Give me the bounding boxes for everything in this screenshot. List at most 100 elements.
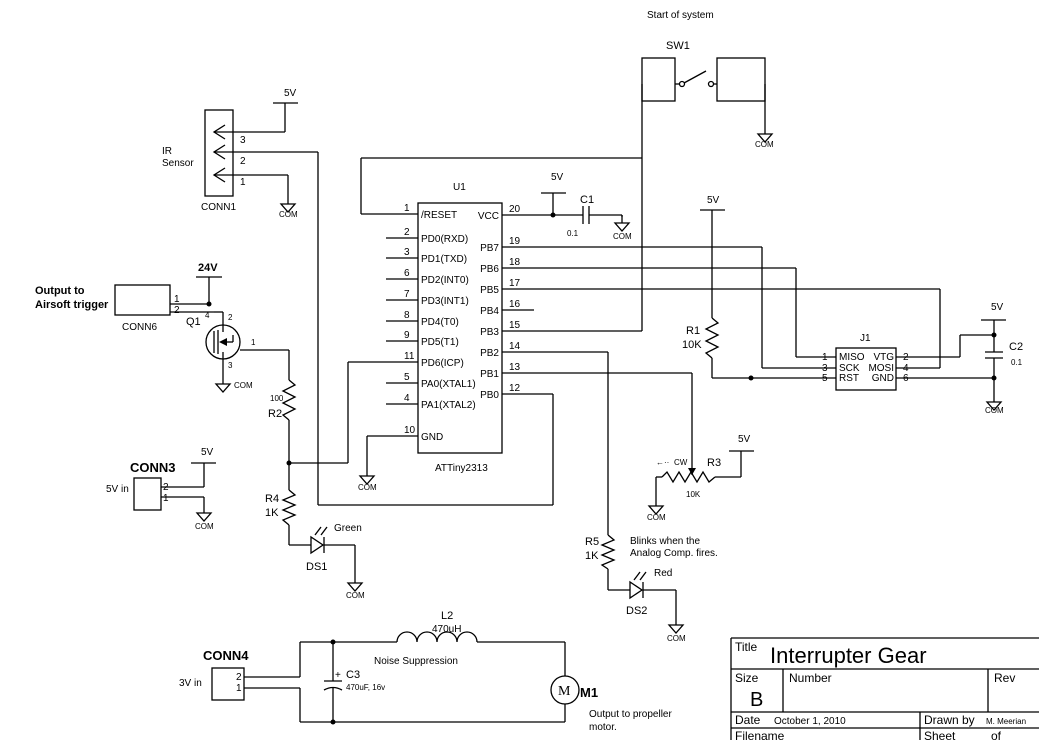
ir-label-1: IR bbox=[162, 146, 172, 157]
j1-pin-name: GND bbox=[872, 373, 894, 384]
u1-pin-name: PB1 bbox=[480, 369, 499, 380]
q1-pin-1: 1 bbox=[251, 338, 256, 347]
resistor-r5: R5 1K bbox=[585, 534, 616, 590]
q1-pin-4: 4 bbox=[205, 311, 210, 320]
top-note: Start of system bbox=[647, 10, 714, 21]
capacitor-c2: 5V C2 0.1 COM bbox=[981, 302, 1023, 415]
j1-pin-name: MISO bbox=[839, 352, 865, 363]
j1-pin-number: 3 bbox=[822, 363, 828, 374]
m1-note-1: Output to propeller bbox=[589, 709, 672, 720]
u1-com-label: COM bbox=[358, 483, 377, 492]
u1-pin-number: 20 bbox=[509, 204, 521, 215]
j1-pin-number: 4 bbox=[903, 363, 909, 374]
u1-pin-name: VCC bbox=[478, 211, 499, 222]
tb-number-label: Number bbox=[789, 671, 832, 685]
u1-pin-name: PB2 bbox=[480, 348, 499, 359]
r4-ref: R4 bbox=[265, 493, 279, 505]
u1-pin-number: 14 bbox=[509, 341, 521, 352]
u1-right-pins: 20VCC19PB718PB617PB516PB415PB314PB213PB1… bbox=[478, 204, 553, 401]
u1-pin-name: /RESET bbox=[421, 210, 457, 221]
r1-ref: R1 bbox=[686, 325, 700, 337]
u1-pin-name: PB3 bbox=[480, 327, 499, 338]
r5-ref: R5 bbox=[585, 536, 599, 548]
resistor-r1: 5V R1 10K bbox=[682, 195, 836, 381]
ir-5v-label: 5V bbox=[284, 88, 297, 99]
tb-of-label: of bbox=[991, 729, 1002, 740]
switch-sw1: SW1 COM bbox=[641, 40, 774, 331]
u1-pin-number: 11 bbox=[404, 351, 415, 362]
tb-title-label: Title bbox=[735, 640, 758, 654]
j1-pin-name: MOSI bbox=[868, 363, 894, 374]
u1-pin-number: 13 bbox=[509, 362, 521, 373]
conn1-ref: CONN1 bbox=[201, 202, 236, 213]
u1-pin-number: 3 bbox=[404, 247, 410, 258]
r3-cw-label: CW bbox=[674, 458, 688, 467]
c3-ref: C3 bbox=[346, 669, 360, 681]
r3-5v-label: 5V bbox=[738, 434, 751, 445]
motor-m1: M M1 Output to propeller motor. bbox=[550, 675, 672, 733]
u1-pin-number: 18 bbox=[509, 257, 521, 268]
u1-5v-label: 5V bbox=[551, 172, 564, 183]
q1-ref: Q1 bbox=[186, 316, 201, 328]
r3-cw-arrow: ←·· bbox=[656, 458, 669, 467]
ir-com-label: COM bbox=[279, 210, 298, 219]
conn6: Output to Airsoft trigger CONN6 1 2 24V bbox=[35, 262, 222, 333]
u1-pin-number: 4 bbox=[404, 393, 410, 404]
u1-pin-name: PD1(TXD) bbox=[421, 254, 467, 265]
r3-value: 10K bbox=[686, 490, 701, 499]
tb-title: Interrupter Gear bbox=[770, 643, 927, 668]
q1-pin-2: 2 bbox=[228, 313, 233, 322]
ds2-color: Red bbox=[654, 568, 672, 579]
conn4-ref: CONN4 bbox=[203, 648, 249, 663]
tb-rev-label: Rev bbox=[994, 671, 1015, 685]
u1-pin-number: 6 bbox=[404, 268, 410, 279]
potentiometer-r3: 5V COM R3 10K ←·· CW bbox=[647, 434, 754, 522]
u1-pin-name: PD5(T1) bbox=[421, 337, 459, 348]
ir-pin-2: 2 bbox=[240, 156, 246, 167]
u1-pin-name: PB6 bbox=[480, 264, 499, 275]
r5-value: 1K bbox=[585, 550, 599, 562]
u1-pin-1: 1/RESET bbox=[361, 203, 457, 221]
resistor-r4: R4 1K bbox=[265, 489, 297, 545]
l2-note: Noise Suppression bbox=[374, 656, 458, 667]
u1-pin-name: PA0(XTAL1) bbox=[421, 379, 476, 390]
u1-pin-name: PA1(XTAL2) bbox=[421, 400, 476, 411]
u1-pin-name: GND bbox=[421, 432, 443, 443]
r1-5v-label: 5V bbox=[707, 195, 720, 206]
capacitor-c3: + C3 470uF, 16v bbox=[323, 642, 385, 722]
conn3: CONN3 5V in 2 1 5V COM bbox=[106, 447, 216, 531]
u1-pin-number: 9 bbox=[404, 330, 410, 341]
m1-ref: M1 bbox=[580, 685, 598, 700]
j1-pin-number: 5 bbox=[822, 373, 828, 384]
u1-pin-name: PD2(INT0) bbox=[421, 275, 469, 286]
conn6-24v-label: 24V bbox=[198, 262, 218, 274]
ds1-com-label: COM bbox=[346, 591, 365, 600]
u1-gnd-net: COM bbox=[358, 435, 418, 492]
u1-pin-number: 12 bbox=[509, 383, 521, 394]
j1-pin-number: 1 bbox=[822, 352, 828, 363]
conn6-label-2: Airsoft trigger bbox=[35, 299, 109, 311]
ir-pin-3: 3 bbox=[240, 135, 246, 146]
r1-value: 10K bbox=[682, 339, 702, 351]
m1-symbol: M bbox=[558, 684, 571, 699]
u1-pin-number: 19 bbox=[509, 236, 521, 247]
r2-value: 100 bbox=[270, 394, 284, 403]
ir-label-2: Sensor bbox=[162, 158, 194, 169]
tb-size-label: Size bbox=[735, 671, 759, 685]
ic-u1: U1 ATTiny2313 1/RESET2PD0(RXD)3PD1(TXD)6… bbox=[360, 157, 642, 474]
u1-pin-name: PB7 bbox=[480, 243, 499, 254]
conn4-label: 3V in bbox=[179, 678, 202, 689]
j1-ref: J1 bbox=[860, 333, 871, 344]
u1-pin-number: 2 bbox=[404, 227, 410, 238]
